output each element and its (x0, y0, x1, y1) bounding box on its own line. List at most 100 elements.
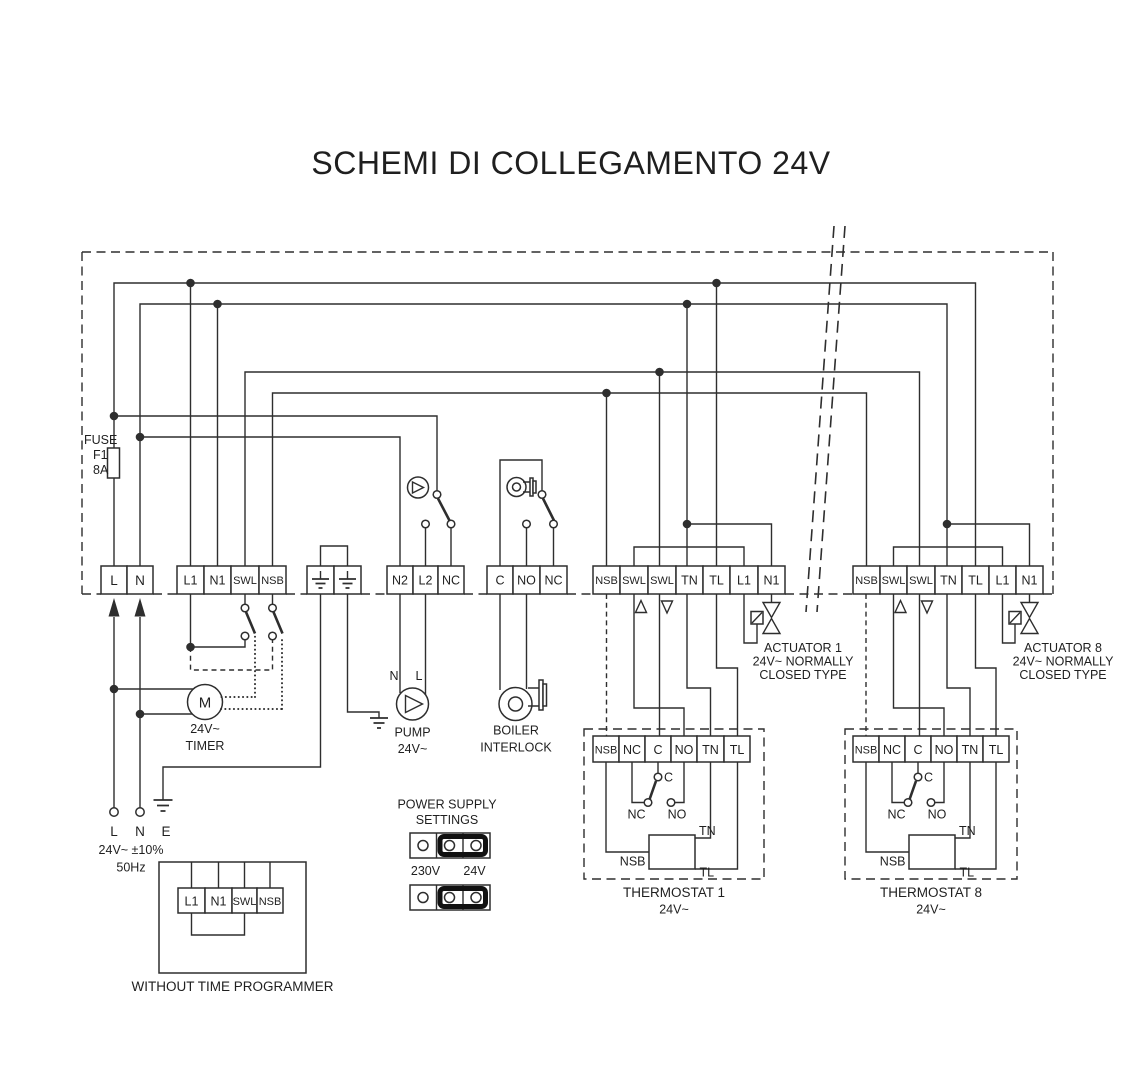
wtp-label: WITHOUT TIME PROGRAMMER (132, 979, 334, 994)
contact-label-c: C (924, 771, 933, 785)
terminal-label: L1 (185, 895, 199, 909)
module-label-tn: TN (699, 824, 716, 838)
actuator8-label: CLOSED TYPE (1019, 668, 1106, 682)
psu-jumper-24v[interactable] (437, 886, 488, 909)
fuse-id: F1 (93, 448, 108, 462)
contact-label-nc: NC (627, 808, 645, 822)
earth-circuit (153, 594, 388, 812)
terminal-n2 (386, 565, 414, 595)
pump-icon (395, 687, 430, 721)
pump-circuit: N L PUMP 24V~ (389, 476, 456, 756)
terminal-label: TN (940, 574, 957, 588)
contact-label-no: NO (928, 808, 947, 822)
terminal-label: N1 (1022, 574, 1038, 588)
terminal-tl (961, 565, 990, 595)
strip-earth (306, 545, 362, 595)
terminal-label: C (913, 743, 922, 757)
supply-label-e: E (161, 824, 170, 839)
terminal-label: L1 (996, 574, 1010, 588)
wtp-box (158, 861, 307, 974)
terminal-label: NSB (261, 575, 284, 587)
actuator1-icon (750, 601, 782, 635)
fuse-label: FUSE (84, 433, 117, 447)
contact-no-pin (666, 797, 676, 808)
strip-mains: L N (100, 565, 154, 595)
earth-bridge-wire (319, 545, 349, 566)
junction-dots (109, 278, 952, 719)
zone8-circuit: ACTUATOR 8 24V~ NORMALLY CLOSED TYPE (865, 594, 1114, 736)
pump-l-label: L (416, 669, 423, 683)
strip-zone1: NSB SWL SWL TN TL L1 N1 (592, 565, 786, 595)
boiler-icon-flange (542, 683, 548, 707)
terminal-label: TL (989, 743, 1004, 757)
wire (190, 862, 271, 936)
switch-pin (446, 519, 456, 529)
terminal-n1 (203, 565, 232, 595)
valve-icon (1019, 601, 1040, 619)
boiler-icon-hub (507, 696, 524, 712)
terminal-label: TN (962, 743, 979, 757)
junction-dot (602, 388, 611, 398)
contact-no-pin (926, 797, 936, 808)
arrow-up-icon (134, 598, 146, 617)
terminal-l1 (988, 565, 1017, 595)
terminal-label: N1 (210, 574, 226, 588)
terminal-c (904, 735, 932, 763)
terminal-label: N2 (392, 574, 408, 588)
terminal-earth-2 (333, 565, 362, 595)
switch-pin (548, 519, 559, 529)
fuse-rating: 8A (93, 463, 109, 477)
power-supply-settings: POWER SUPPLY SETTINGS 230V 24V (397, 798, 497, 911)
contact-c-pin (653, 772, 663, 782)
flow-down-icon (660, 600, 674, 615)
terminal-label: C (653, 743, 662, 757)
pump-icon (406, 476, 430, 499)
switch-pin (537, 489, 547, 500)
wire (892, 594, 1031, 736)
terminal-label: SWL (650, 575, 674, 587)
terminal-label: NC (883, 743, 901, 757)
psu-pin (470, 839, 482, 852)
terminal-label: NC (544, 574, 562, 588)
psu-title: SETTINGS (416, 813, 479, 827)
thermostat8-name: THERMOSTAT 8 (880, 885, 982, 900)
junction-dot (135, 432, 145, 442)
junction-dot (186, 278, 195, 288)
junction-dot (109, 411, 119, 421)
terminal-label: TL (968, 574, 983, 588)
wire-column (189, 283, 718, 566)
module-label-nsb: NSB (620, 855, 646, 869)
terminal-n (126, 565, 154, 595)
thermostat1-box (583, 728, 765, 880)
boiler-interlock-circuit: BOILER INTERLOCK (480, 459, 559, 755)
terminal-nsb (852, 565, 881, 595)
psu-pin (470, 891, 482, 904)
psu-jumper-24v[interactable] (437, 834, 488, 857)
thermostat8-box (844, 728, 1018, 880)
junction-dot (186, 642, 195, 652)
switch-blade (908, 780, 918, 800)
wire-optional-link (189, 640, 274, 671)
timer-linkage-dotted (220, 632, 283, 710)
wire (399, 528, 452, 695)
terminal-label: L1 (184, 574, 198, 588)
fan-icon-flange (532, 480, 537, 494)
terminal-label: NC (442, 574, 460, 588)
terminal-label: NC (623, 743, 641, 757)
junction-dot (109, 684, 119, 694)
module-label-tl: TL (700, 866, 715, 880)
junction-dot (942, 519, 952, 529)
junction-dot (135, 709, 145, 719)
psu-pin (417, 839, 429, 852)
terminal-swl-down (647, 565, 677, 595)
module-label-nsb: NSB (880, 855, 906, 869)
terminal-label: TL (709, 574, 724, 588)
terminal-label: L (110, 573, 118, 588)
terminal-label: SWL (622, 575, 646, 587)
actuator1-label: 24V~ NORMALLY (753, 655, 855, 669)
actuator8-label: ACTUATOR 8 (1024, 641, 1102, 655)
terminal-nsb (592, 565, 621, 595)
terminal-label: NSB (595, 745, 618, 757)
terminal-label: NO (675, 743, 694, 757)
